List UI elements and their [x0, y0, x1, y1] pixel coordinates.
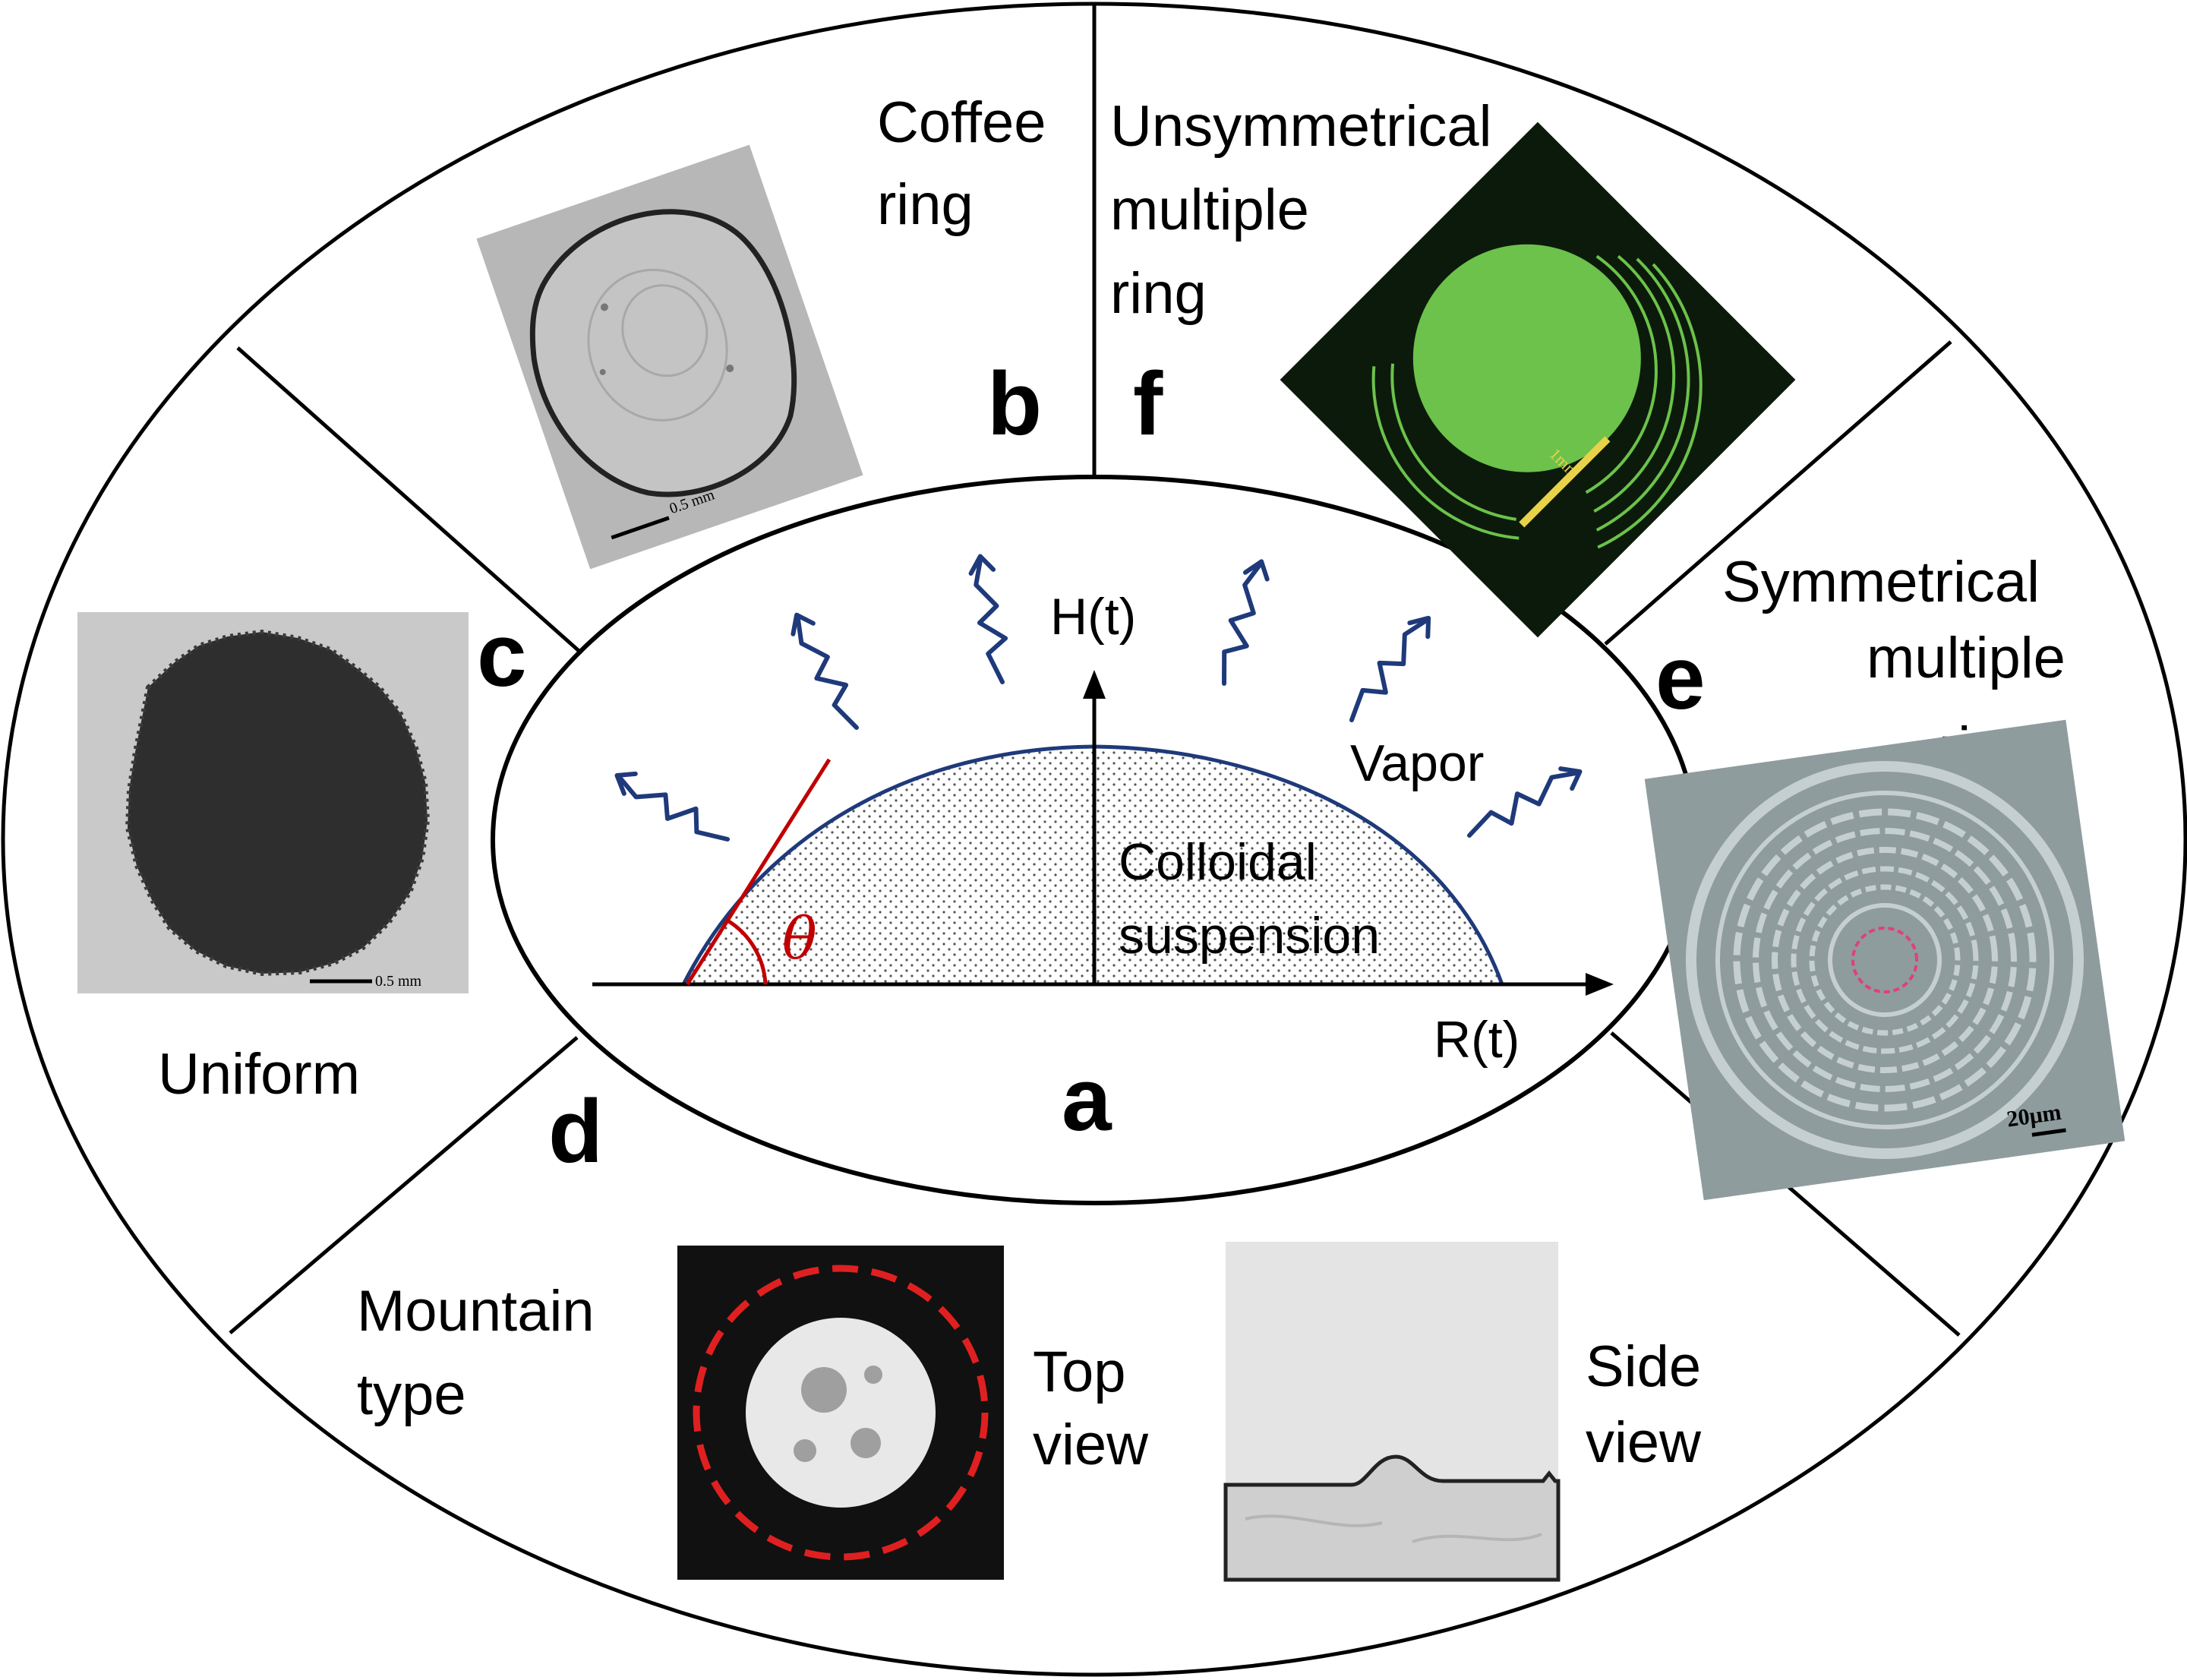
- top-view-label-line1: Top: [1033, 1340, 1126, 1404]
- r-axis-arrowhead: [1586, 973, 1614, 996]
- panel-c-letter: c: [477, 605, 527, 706]
- r-axis-label: R(t): [1434, 1011, 1520, 1069]
- panel-b-letter: b: [987, 354, 1042, 454]
- vapor-arrow: [614, 771, 730, 842]
- contact-angle-symbol: θ: [782, 905, 817, 972]
- panel-a-schematic: H(t) R(t) Vapor Colloidal suspension θ a: [592, 554, 1614, 1150]
- panel-e-letter: e: [1655, 628, 1706, 728]
- panel-d-title-line1: Mountain: [357, 1279, 595, 1344]
- section-dividers: [229, 4, 1961, 1337]
- colloidal-label-line1: Colloidal: [1119, 833, 1317, 891]
- coffee-ring-stain: [529, 209, 797, 497]
- uniform-label: Uniform: [158, 1042, 360, 1107]
- panel-f-title-line2: multiple: [1110, 178, 1309, 242]
- panel-c-scale-label: 0.5 mm: [375, 973, 422, 990]
- panel-e-title-line2: multiple: [1867, 626, 2066, 690]
- vapor-arrow: [1467, 766, 1583, 838]
- panel-e-title-line1: Symmetrical: [1722, 550, 2040, 614]
- contact-angle-tangent: [685, 758, 832, 986]
- top-view-label-line2: view: [1033, 1413, 1149, 1477]
- colloidal-label-line2: suspension: [1119, 907, 1380, 965]
- h-axis-label: H(t): [1050, 588, 1136, 646]
- mountain-side-view-image: [1223, 1242, 1561, 1582]
- vapor-arrow: [1222, 559, 1270, 686]
- panel-f-title-line1: Unsymmetrical: [1110, 94, 1492, 159]
- h-axis-arrowhead: [1083, 670, 1106, 699]
- panel-f-title-line3: ring: [1110, 261, 1207, 326]
- vapor-arrow: [968, 554, 1008, 684]
- panel-b-title-line2: ring: [877, 172, 974, 237]
- panel-d-letter: d: [548, 1082, 603, 1182]
- vapor-label: Vapor: [1350, 734, 1484, 792]
- panel-c-image: 0.5 mm: [77, 612, 469, 993]
- mountain-top-view-image: [677, 1246, 1004, 1580]
- panel-f-letter: f: [1133, 354, 1163, 454]
- panel-b-image: 0.5 mm: [476, 144, 863, 570]
- vapor-arrows: [614, 554, 1583, 842]
- vapor-arrow: [1349, 615, 1431, 722]
- uniform-deposit: [125, 629, 431, 977]
- contact-angle-arc: [726, 918, 768, 985]
- panel-b-title-line1: Coffee: [877, 90, 1046, 155]
- side-view-label-line1: Side: [1586, 1334, 1701, 1399]
- panel-e-image: 20μm: [1644, 719, 2125, 1201]
- side-view-label-line2: view: [1586, 1410, 1702, 1475]
- vapor-arrow: [791, 612, 859, 730]
- panel-a-letter: a: [1062, 1050, 1112, 1150]
- panel-d-title-line2: type: [357, 1363, 466, 1427]
